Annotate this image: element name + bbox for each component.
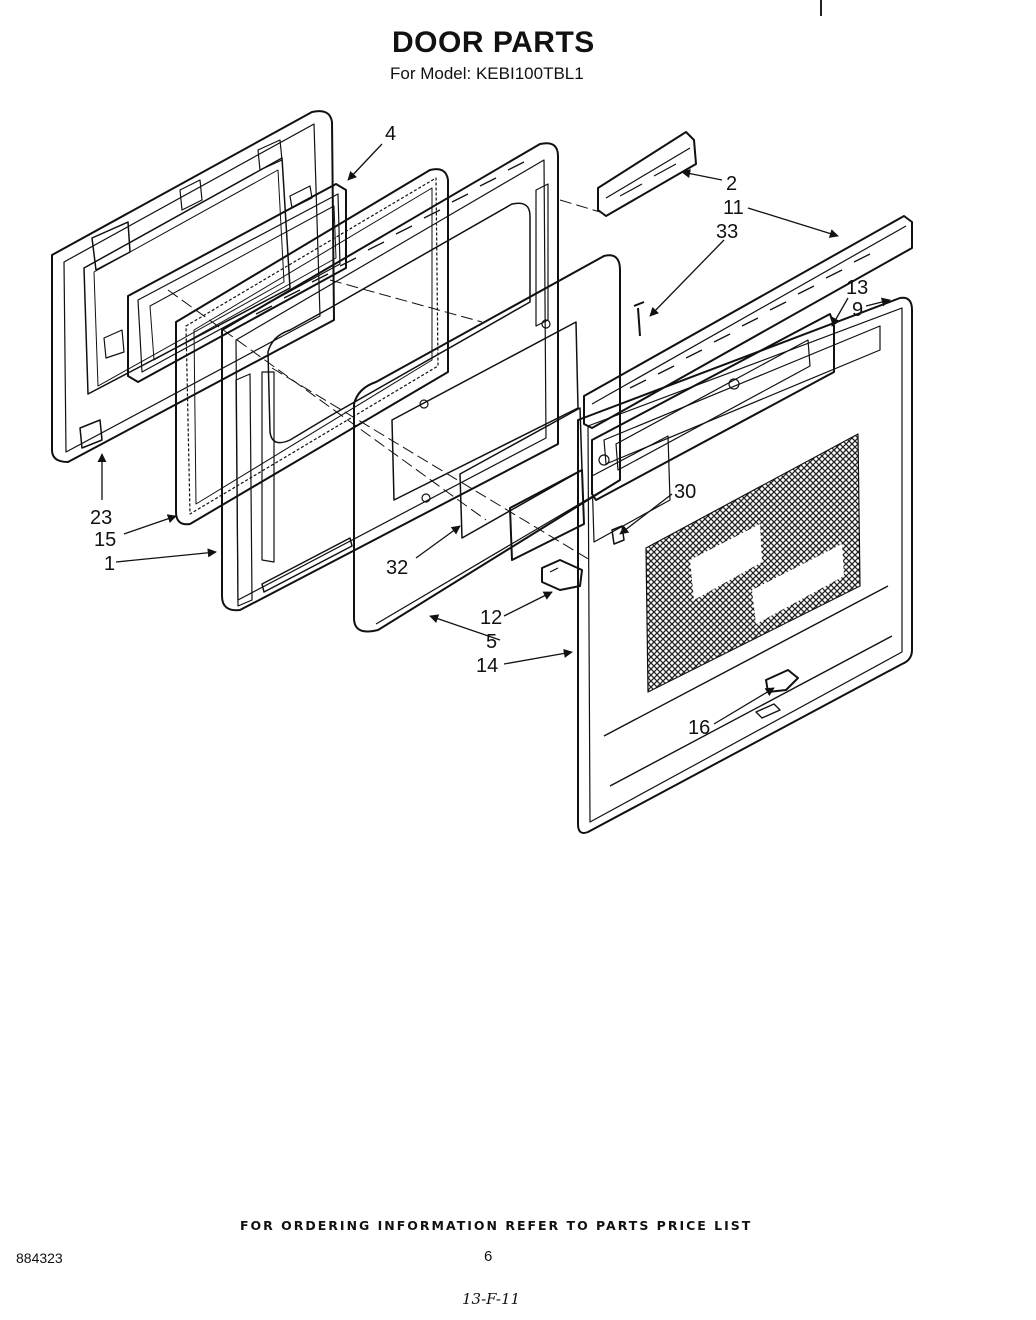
callout-11: 11 bbox=[723, 197, 744, 219]
callout-labels: 4 2 11 33 13 9 30 23 15 1 32 12 5 14 16 bbox=[90, 123, 868, 739]
callout-30: 30 bbox=[674, 481, 696, 503]
page-title: DOOR PARTS bbox=[392, 26, 595, 59]
callout-14: 14 bbox=[476, 655, 498, 677]
part-16-handle-clip bbox=[755, 669, 799, 719]
leader-12 bbox=[503, 591, 553, 617]
callout-1: 1 bbox=[104, 553, 115, 575]
part-9-outer-door bbox=[577, 296, 913, 834]
leader-15 bbox=[123, 514, 177, 535]
leader-13 bbox=[831, 297, 849, 327]
callout-5: 5 bbox=[486, 631, 497, 653]
part-33-screw bbox=[633, 301, 645, 337]
leader-9 bbox=[865, 297, 891, 307]
callout-15: 15 bbox=[94, 529, 116, 551]
leader-14 bbox=[503, 648, 573, 665]
leader-5 bbox=[429, 614, 501, 641]
leader-lines bbox=[97, 143, 891, 725]
leader-2 bbox=[681, 169, 723, 181]
leader-32 bbox=[415, 525, 461, 559]
part-30-inner-glass bbox=[509, 435, 671, 561]
ordering-note: FOR ORDERING INFORMATION REFER TO PARTS … bbox=[240, 1218, 753, 1233]
callout-13: 13 bbox=[846, 277, 868, 299]
callout-32: 32 bbox=[386, 557, 408, 579]
part-4-glass-pack bbox=[127, 183, 347, 383]
page-number: 6 bbox=[484, 1248, 493, 1265]
callout-12: 12 bbox=[480, 607, 502, 629]
corner-mark bbox=[820, 0, 822, 16]
model-line: For Model: KEBI100TBL1 bbox=[390, 64, 584, 83]
part-14-window-mesh bbox=[645, 433, 861, 693]
part-23-rear-frame bbox=[51, 110, 335, 463]
leader-11 bbox=[747, 207, 839, 238]
callout-23: 23 bbox=[90, 507, 112, 529]
part-12-hinge-mount bbox=[541, 559, 583, 591]
part-2-hinge-bracket bbox=[597, 131, 697, 217]
assembly-alignment-lines bbox=[167, 199, 601, 561]
callout-16: 16 bbox=[688, 717, 710, 739]
leader-4 bbox=[347, 143, 383, 181]
leader-16 bbox=[713, 687, 775, 725]
leader-30 bbox=[619, 493, 673, 535]
handwritten-note: 13-F-11 bbox=[462, 1290, 521, 1308]
callout-4: 4 bbox=[385, 123, 396, 145]
part-15-gasket bbox=[175, 168, 449, 526]
part-11-top-trim bbox=[583, 215, 913, 429]
part-11-vent-slots bbox=[629, 253, 871, 389]
callout-2: 2 bbox=[726, 173, 737, 195]
callout-33: 33 bbox=[716, 221, 738, 243]
callout-9: 9 bbox=[852, 299, 863, 321]
leader-1 bbox=[115, 548, 217, 563]
document-number: 884323 bbox=[16, 1250, 63, 1266]
leader-33 bbox=[649, 239, 725, 317]
part-1-vent-slots bbox=[255, 161, 525, 315]
